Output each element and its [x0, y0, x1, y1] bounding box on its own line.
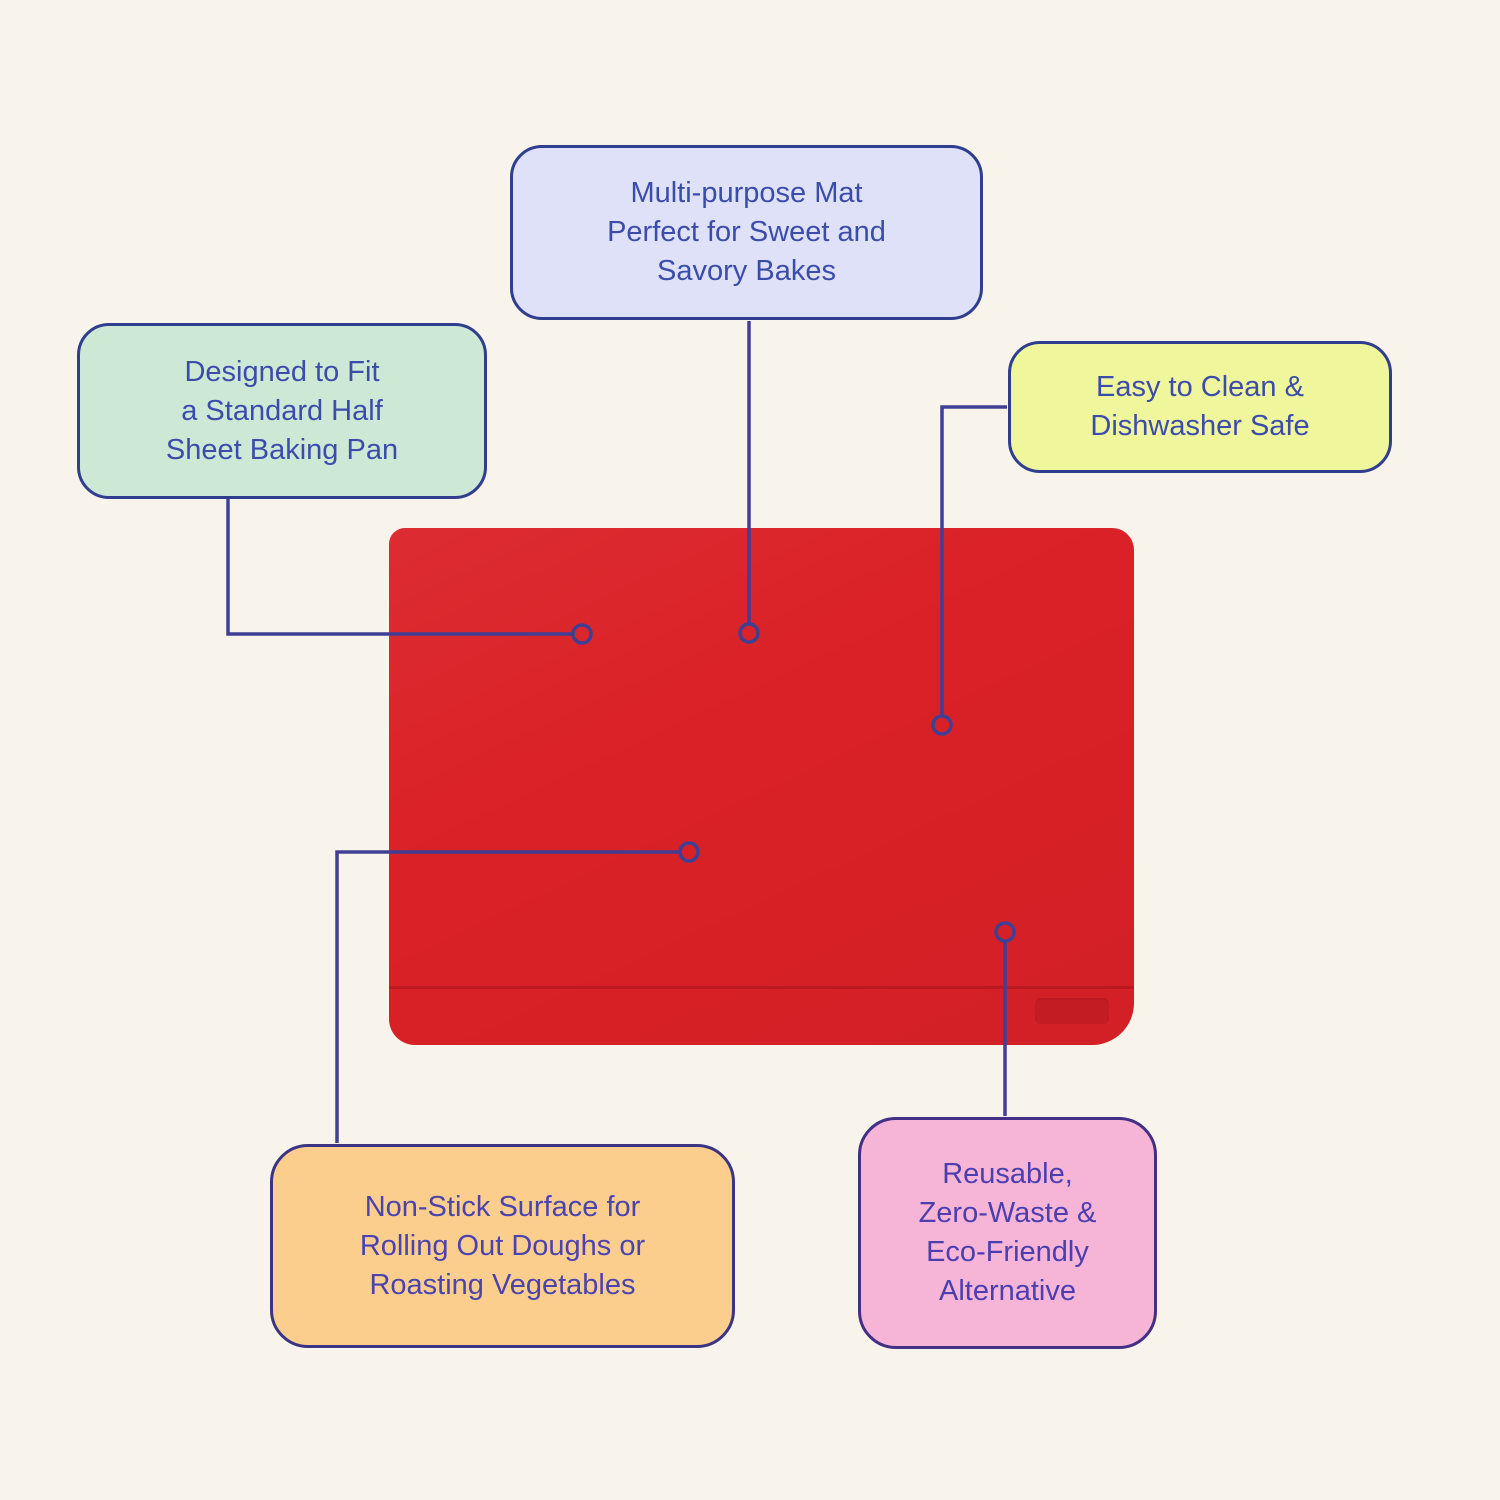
- callout-easy-to-clean: Easy to Clean & Dishwasher Safe: [1008, 341, 1392, 473]
- mat-crease-line: [389, 986, 1134, 989]
- callout-multipurpose-mat: Multi-purpose Mat Perfect for Sweet and …: [510, 145, 983, 320]
- baking-mat-product-image: [389, 528, 1134, 1045]
- embossed-logo-mark: [1035, 998, 1109, 1024]
- callout-designed-to-fit: Designed to Fit a Standard Half Sheet Ba…: [77, 323, 487, 499]
- callout-reusable-eco-friendly: Reusable, Zero-Waste & Eco-Friendly Alte…: [858, 1117, 1157, 1349]
- callout-non-stick-surface: Non-Stick Surface for Rolling Out Doughs…: [270, 1144, 735, 1348]
